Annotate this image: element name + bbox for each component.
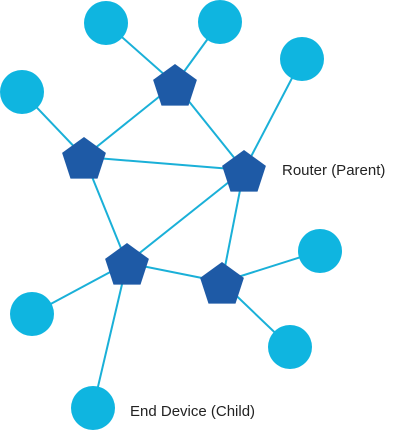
router-label: Router (Parent)	[282, 162, 386, 179]
end-device-node-d8	[71, 386, 115, 430]
router-node-r5	[200, 262, 244, 304]
link-r4-d8	[92, 262, 128, 409]
link-r2-r3	[83, 156, 245, 171]
end-device-node-d6	[10, 292, 54, 336]
router-node-r2	[62, 137, 106, 179]
end-devices	[0, 0, 342, 430]
end-device-node-d1	[84, 1, 128, 45]
end-device-node-d7	[268, 325, 312, 369]
end-device-node-d5	[298, 229, 342, 273]
link-r3-r4	[126, 169, 245, 264]
routers	[62, 64, 266, 304]
router-node-r4	[105, 243, 149, 285]
end-device-node-d3	[280, 37, 324, 81]
router-node-r1	[153, 64, 197, 106]
end-device-node-d4	[0, 70, 44, 114]
end-device-label: End Device (Child)	[130, 403, 256, 420]
end-device-node-d2	[198, 0, 242, 44]
router-node-r3	[222, 150, 266, 192]
